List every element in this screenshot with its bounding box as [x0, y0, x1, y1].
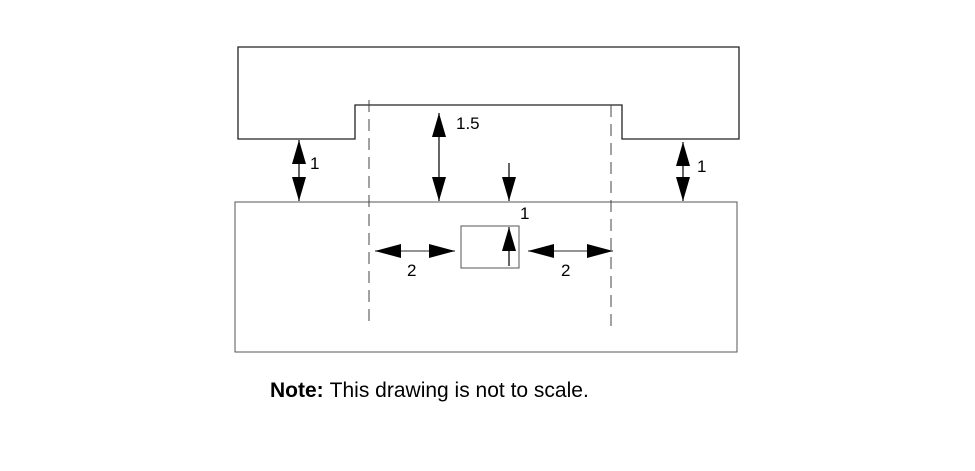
center-gap-label: 1.5 — [456, 114, 480, 133]
inner-depth-label: 1 — [520, 204, 529, 223]
note-text: This drawing is not to scale. — [329, 379, 589, 402]
top-block-outline — [237, 46, 740, 140]
note-label: Note: — [270, 379, 324, 402]
bottom-block-outline — [234, 201, 738, 353]
left-spacing-label: 2 — [407, 261, 416, 280]
scale-note: Note:This drawing is not to scale. — [270, 379, 589, 403]
right-gap-label: 1 — [697, 157, 706, 176]
right-spacing-label: 2 — [561, 261, 570, 280]
inner-rectangle — [460, 225, 520, 269]
left-gap-label: 1 — [310, 154, 319, 173]
